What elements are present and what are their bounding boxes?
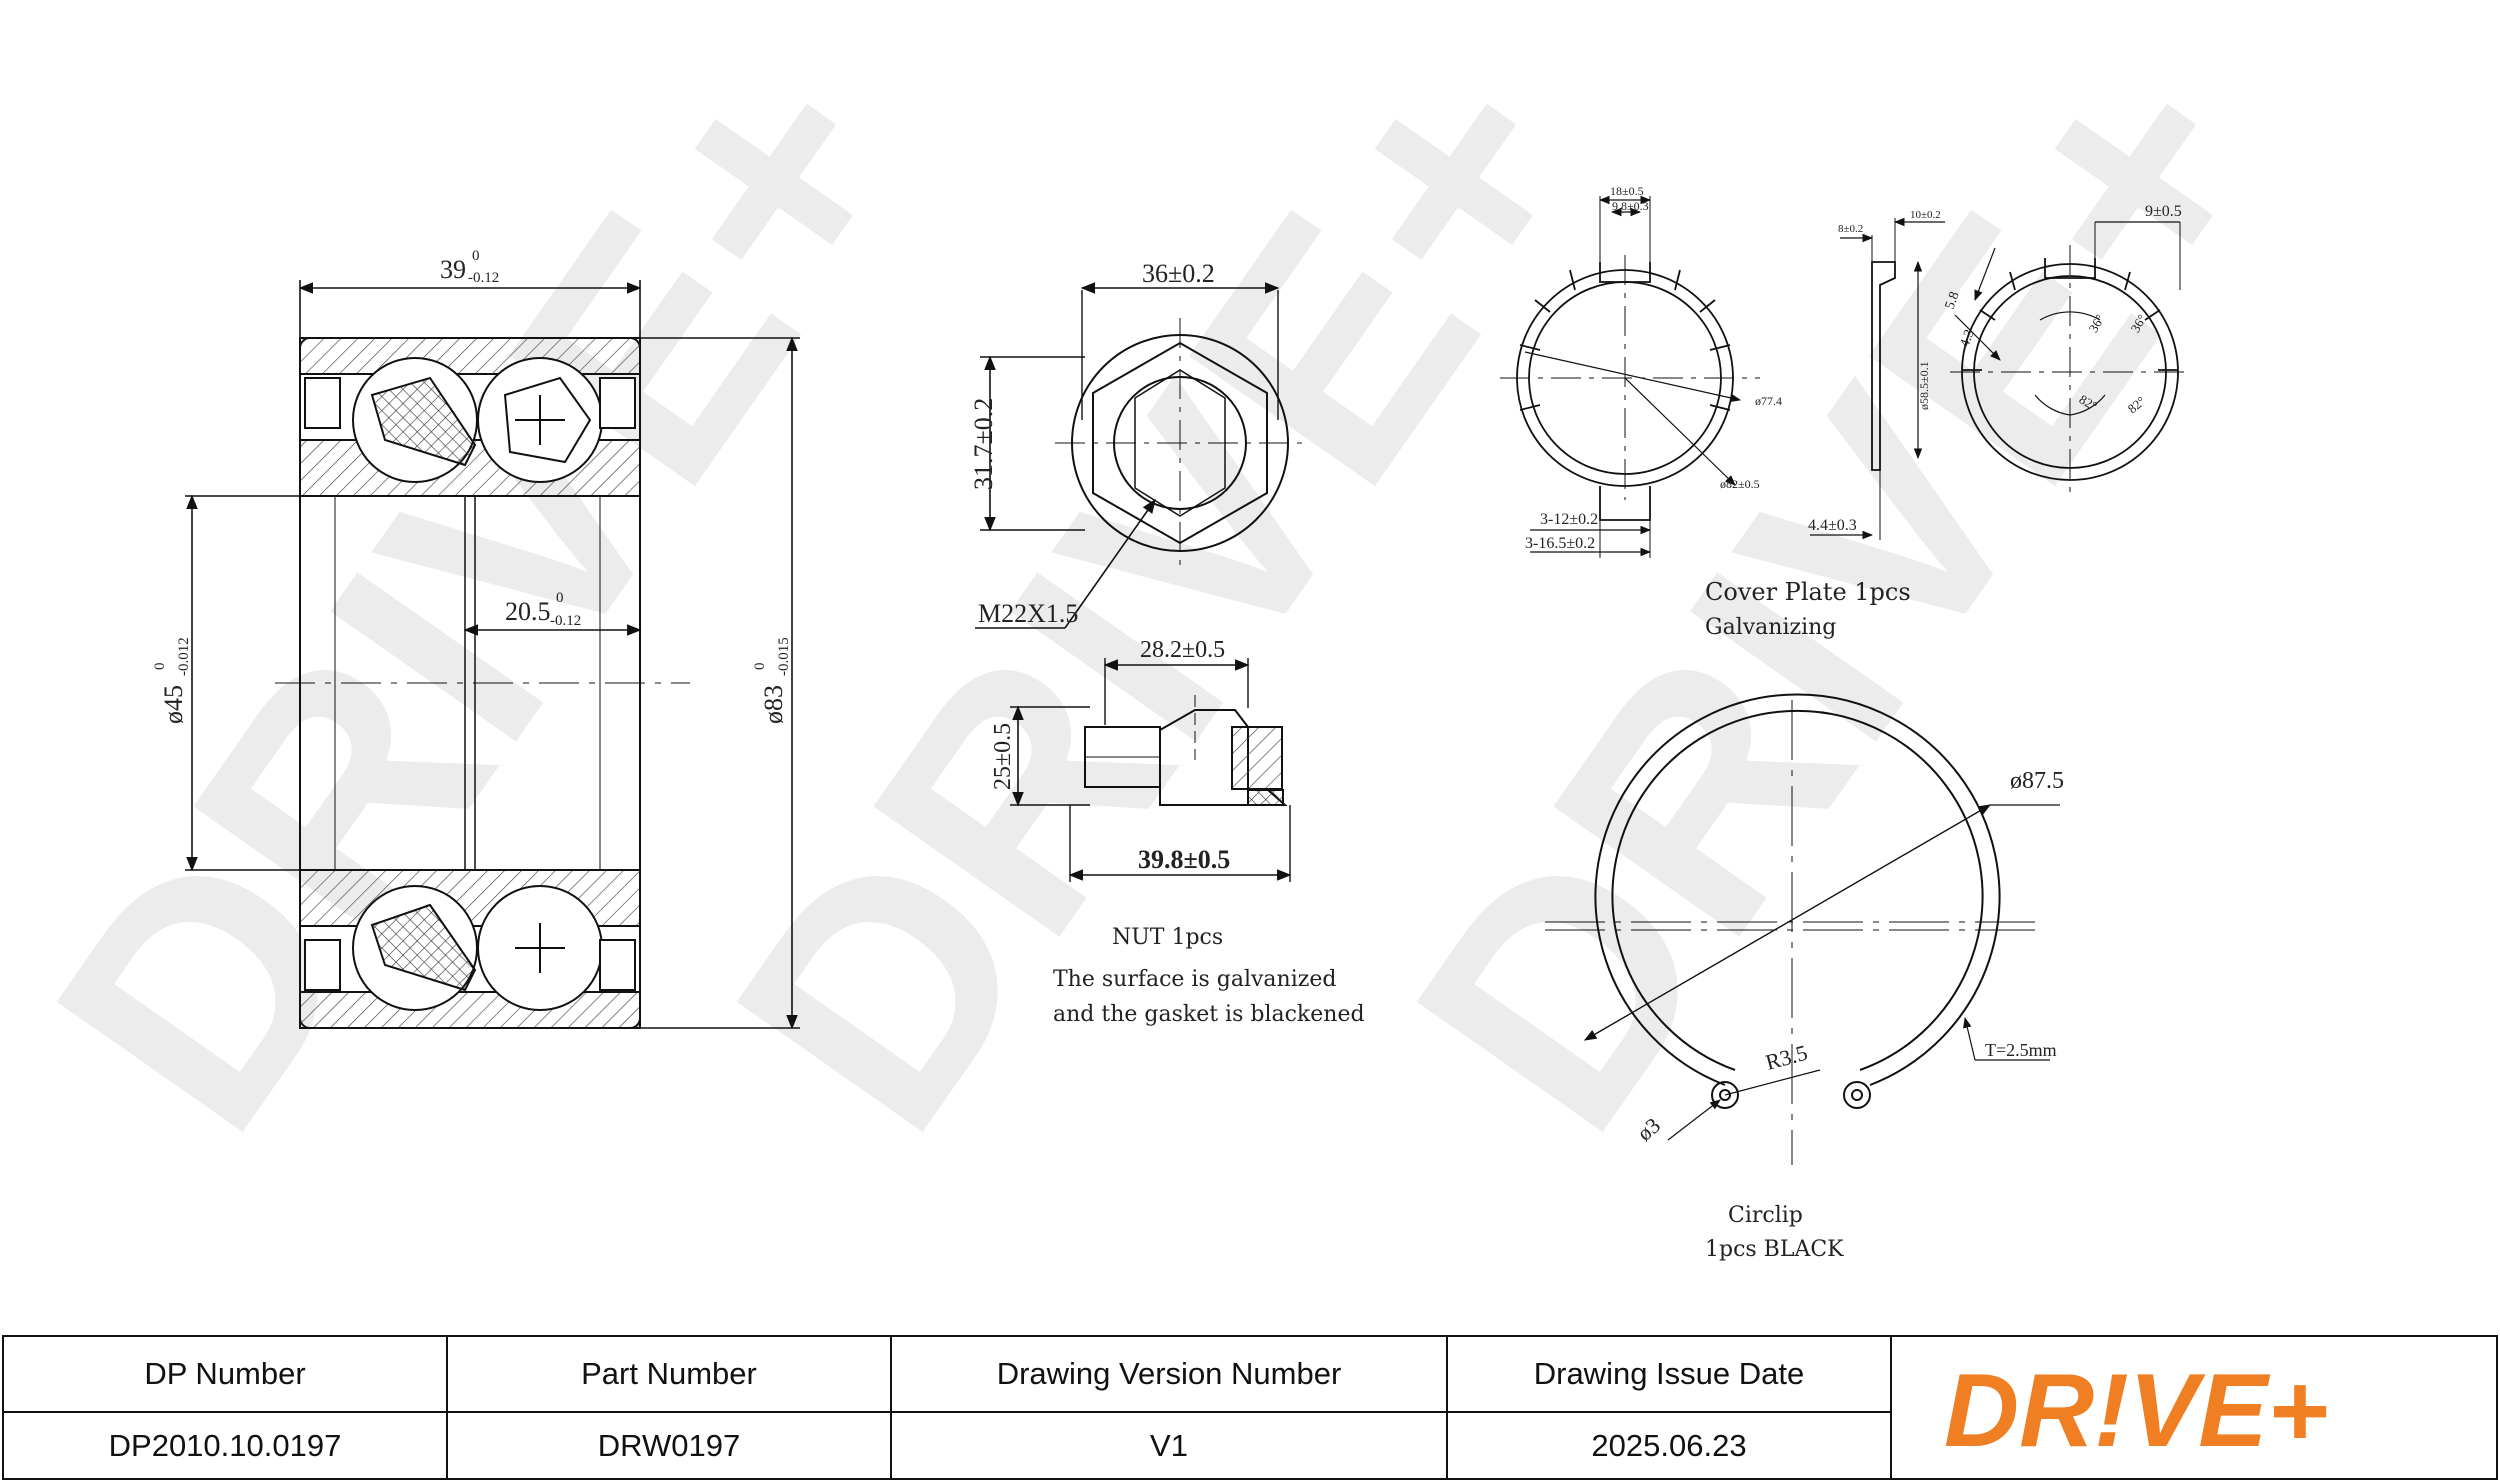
version-header: Drawing Version Number [892,1337,1448,1413]
nut-height-front: 31.7±0.2 [969,398,998,490]
circlip-diameter: ø87.5 [2010,768,2064,794]
cover-plate-side [1810,217,1945,540]
title-block: DP Number Part Number Drawing Version Nu… [2,1335,2498,1480]
bearing-width-label: 39 [440,255,466,284]
cover-plate-note: Galvanizing [1705,615,1836,640]
nut-bottom-width: 39.8±0.5 [1138,845,1230,874]
cp-dim-82: ø82±0.5 [1720,477,1760,491]
nut-label: NUT 1pcs [1112,925,1223,950]
bearing-inner-tol-upper: 0 [556,590,564,606]
circlip-note: 1pcs BLACK [1705,1237,1844,1262]
cover-plate-label: Cover Plate 1pcs [1705,578,1911,606]
cp-dim-18: 18±0.5 [1610,184,1644,198]
cp-dim-9: 9±0.5 [2145,203,2182,220]
dp-number-value: DP2010.10.0197 [4,1413,448,1478]
cp-dim-58: ø58.5±0.1 [1917,361,1931,410]
nut-note-line1: The surface is galvanized [1053,967,1336,992]
cp-dim-4-3: 4.3 [1958,328,1978,350]
bearing-bore-tol-upper: 0 [152,663,168,671]
bearing-outer-tol-lower: -0.015 [776,637,792,676]
cp-dim-4-4: 4.4±0.3 [1808,517,1857,534]
bearing-bore-label: ø45 [159,685,188,724]
technical-drawing: DRIVE+ DRIVE+ DRIVE+ [0,0,2336,1262]
nut-side-view [1010,658,1292,882]
part-number-value: DRW0197 [448,1413,892,1478]
dp-number-header: DP Number [4,1337,448,1413]
cp-dim-10: 10±0.2 [1910,209,1941,221]
nut-height-side: 25±0.5 [990,723,1016,790]
bearing-inner-tol-lower: -0.12 [550,613,581,629]
issue-date-header: Drawing Issue Date [1448,1337,1892,1413]
circlip-thickness: T=2.5mm [1985,1040,2057,1060]
bearing-width-tol-upper: 0 [472,248,480,264]
brand-logo: DR!VE+ [1892,1337,2496,1478]
nut-front-view [975,282,1305,629]
bearing-dim-labels: 39 0 -0.12 20.5 0 -0.12 ø45 0 -0.012 ø83… [152,248,792,724]
circlip [1545,693,2060,1165]
bearing-outer-label: ø83 [759,685,788,724]
cp-dim-3-16-5: 3-16.5±0.2 [1525,535,1595,552]
brand-logo-icon: DR!VE+ [1944,1358,2328,1458]
cp-dim-5-8: 5.8 [1943,290,1963,312]
bearing-width-tol-lower: -0.12 [468,270,499,286]
bearing-inner-label: 20.5 [505,597,551,626]
cover-plate-labels: 18±0.5 9.8±0.3 ø77.4 ø82±0.5 3-12±0.2 3-… [1525,184,2182,640]
bearing-dimensions [185,280,800,1030]
bearing-section [275,337,690,1029]
cp-dim-8: 8±0.2 [1838,223,1863,235]
nut-note-line2: and the gasket is blackened [1053,1002,1365,1027]
cp-dim-3-12: 3-12±0.2 [1540,511,1598,528]
issue-date-value: 2025.06.23 [1448,1413,1892,1478]
cp-dim-77-4: ø77.4 [1755,394,1782,408]
nut-across-flats: 36±0.2 [1142,259,1215,288]
cp-dim-9-8: 9.8±0.3 [1612,199,1649,213]
brand-logo-text: DR!VE+ [1944,1358,2328,1458]
part-number-header: Part Number [448,1337,892,1413]
version-value: V1 [892,1413,1448,1478]
cover-plate-detail [1950,221,2190,495]
cover-plate-front [1500,195,1760,558]
circlip-label: Circlip [1728,1203,1803,1228]
circlip-radius: R3.5 [1763,1040,1810,1075]
bearing-bore-tol-lower: -0.012 [176,637,192,676]
bearing-outer-tol-upper: 0 [752,663,768,671]
nut-thread: M22X1.5 [978,599,1078,628]
nut-labels: 36±0.2 31.7±0.2 M22X1.5 28.2±0.5 25±0.5 … [969,259,1365,1027]
nut-top-width: 28.2±0.5 [1140,637,1225,663]
